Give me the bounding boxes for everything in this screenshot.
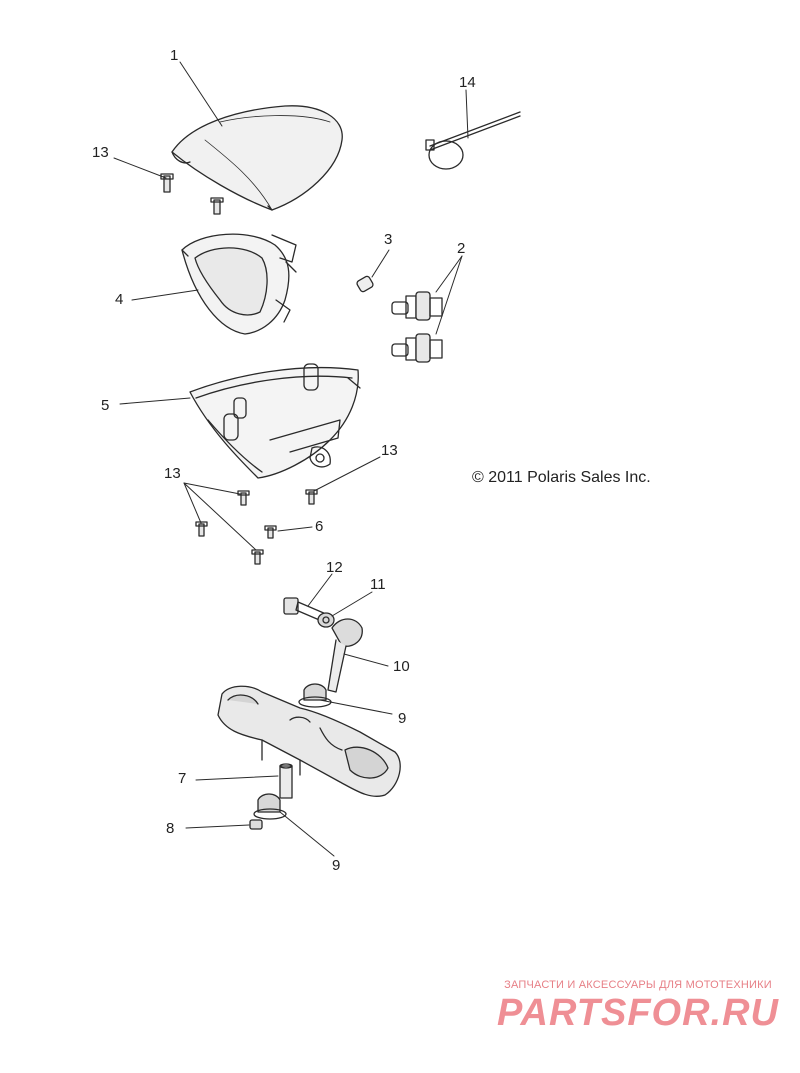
callout-10: 10 — [393, 658, 410, 675]
leader-13a-1 — [183, 482, 241, 495]
callout-13-right: 13 — [381, 442, 398, 459]
leader-14 — [465, 89, 469, 139]
callout-3: 3 — [384, 231, 393, 248]
leader-1 — [179, 61, 223, 127]
part-10-stem — [327, 618, 363, 693]
part-1-cover — [171, 105, 343, 211]
leader-8 — [185, 824, 250, 829]
watermark-tagline: ЗАПЧАСТИ И АКСЕССУАРЫ ДЛЯ МОТОТЕХНИКИ — [504, 979, 772, 991]
part-triple-clamp — [217, 685, 401, 797]
leader-3 — [371, 249, 390, 278]
callout-9-lower: 9 — [332, 857, 341, 874]
leader-2b — [435, 255, 463, 335]
callout-5: 5 — [101, 397, 110, 414]
part-8-nut — [249, 819, 263, 830]
callout-7: 7 — [178, 770, 187, 787]
callout-13-left: 13 — [164, 465, 181, 482]
copyright-notice: © 2011 Polaris Sales Inc. — [472, 469, 651, 486]
leader-12 — [307, 573, 333, 607]
callout-11: 11 — [370, 576, 386, 593]
callout-9-upper: 9 — [398, 710, 407, 727]
leader-4 — [131, 289, 199, 301]
leader-13a-2 — [183, 482, 202, 524]
callout-8: 8 — [166, 820, 175, 837]
callout-1: 1 — [170, 47, 179, 64]
part-14-cable-tie — [425, 111, 521, 170]
part-6-screw — [264, 525, 277, 539]
part-11-bushing — [317, 612, 335, 628]
part-5-housing — [189, 363, 361, 479]
leader-2a — [435, 255, 463, 293]
part-12-bolt — [283, 597, 327, 623]
callout-4: 4 — [115, 291, 124, 308]
leader-5 — [119, 397, 191, 405]
part-9-grommet-lower — [253, 793, 287, 820]
callout-6: 6 — [315, 518, 324, 535]
leader-11 — [331, 591, 373, 617]
leader-9a — [319, 699, 393, 715]
part-13-screws-mid — [195, 489, 318, 565]
callout-13-top: 13 — [92, 144, 109, 161]
leader-13a-3 — [183, 482, 257, 551]
part-4-headlight — [181, 233, 297, 335]
callout-14: 14 — [459, 74, 476, 91]
leader-13-top — [113, 157, 167, 179]
callout-12: 12 — [326, 559, 343, 576]
part-9-grommet-upper — [298, 683, 332, 708]
leader-6 — [277, 526, 313, 532]
leader-9b — [279, 811, 335, 857]
part-2-bulbs — [391, 291, 443, 363]
leader-7 — [195, 775, 279, 781]
watermark-logo: PARTSFOR.RU — [497, 992, 779, 1034]
part-7-sleeve — [279, 763, 293, 799]
leader-13b — [313, 456, 381, 492]
callout-2: 2 — [457, 240, 466, 257]
part-3-bulb — [356, 275, 374, 293]
leader-10 — [343, 653, 389, 667]
